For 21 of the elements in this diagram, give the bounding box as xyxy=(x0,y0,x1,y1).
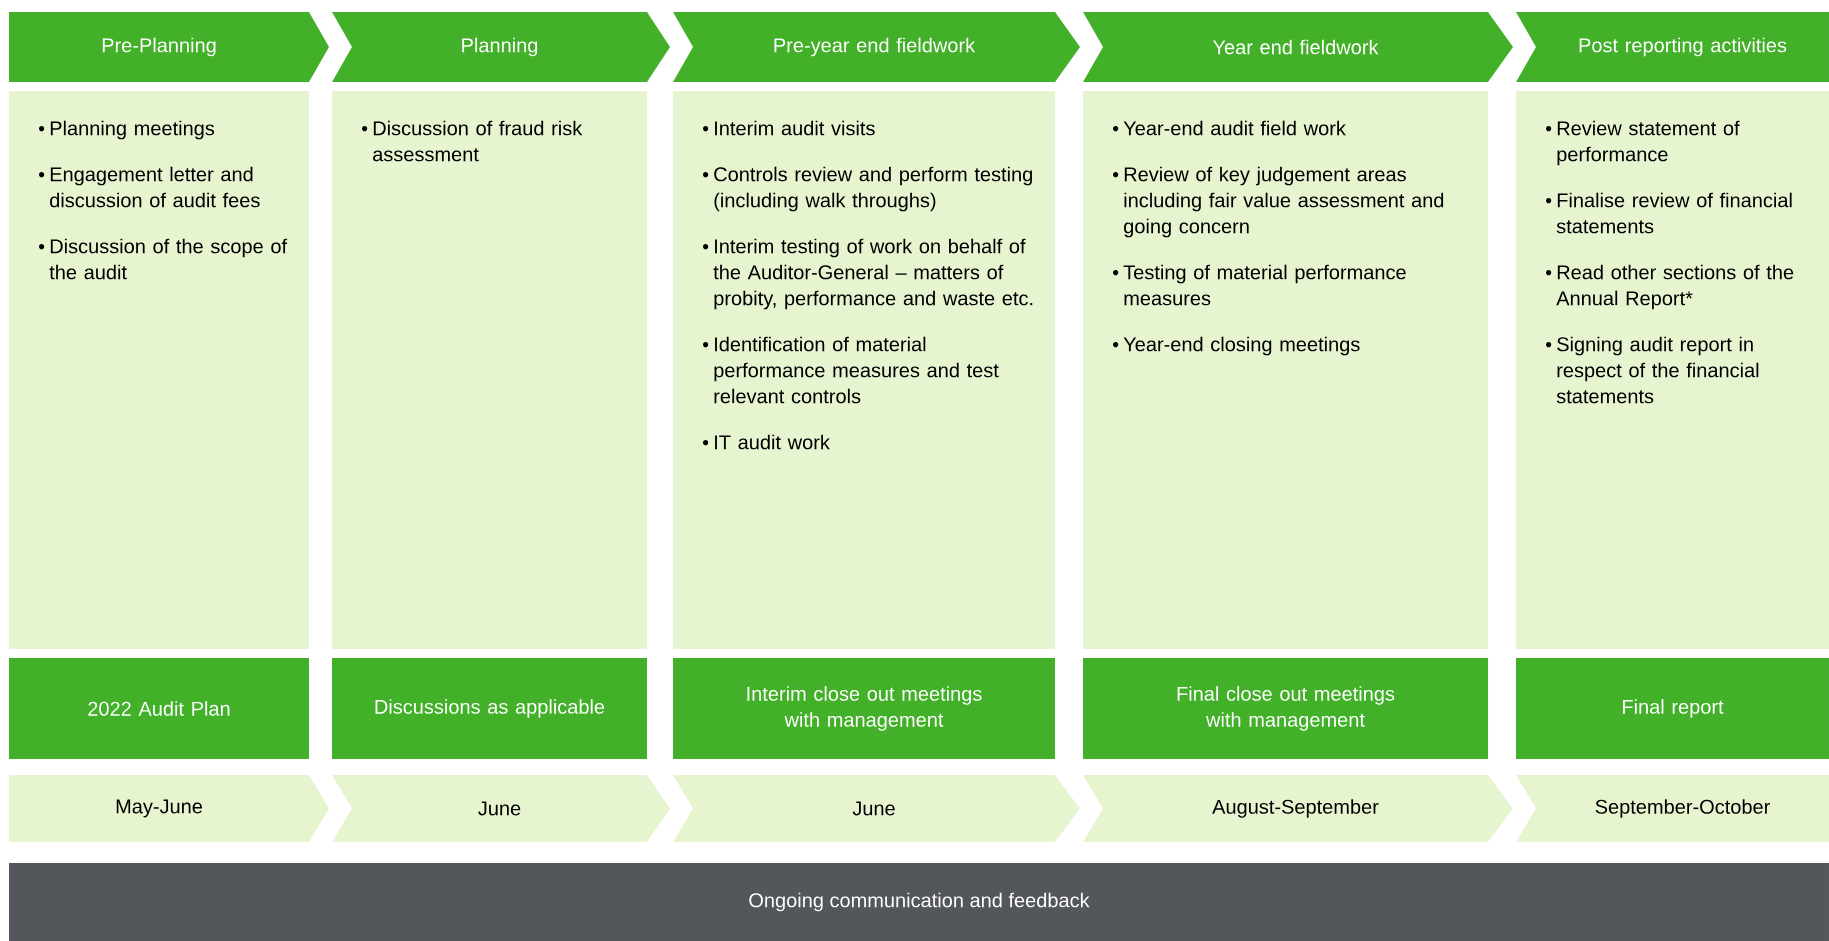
period-banner: August-September xyxy=(1083,775,1513,842)
output-box: 2022 Audit Plan xyxy=(9,658,309,759)
phase-banner: Pre-year end fieldwork xyxy=(673,12,1080,82)
phase-banner: Pre-Planning xyxy=(9,12,329,82)
output-box: Final close out meetings with management xyxy=(1083,658,1488,759)
task-list-box: Review statement of performance Finalise review of financial statements Read other sections of the Annual Report* Signing audit report in respect of the financial statements xyxy=(1516,91,1829,649)
period-banner: May-June xyxy=(9,775,329,842)
output-box: Interim close out meetings with management xyxy=(673,658,1055,759)
task-list-box: Planning meetings Engagement letter and discussion of audit fees Discussion of the scope of the audit xyxy=(9,91,309,649)
task-list-box: Interim audit visits Controls review and perform testing (including walk throughs) Interim testing of work on behalf of the Auditor-General – matters of probity, performance and waste etc. Identification of material performance measures and test relevant controls IT audit work xyxy=(673,91,1055,649)
phase-banner: Year end fieldwork xyxy=(1083,12,1513,82)
task-list-box: Discussion of fraud risk assessment xyxy=(332,91,647,649)
period-banner: June xyxy=(332,775,670,842)
period-banner: September-October xyxy=(1516,775,1829,842)
output-box: Discussions as applicable xyxy=(332,658,647,759)
task-list-box: Year-end audit field work Review of key judgement areas including fair value assessment and going concern Testing of material performance measures Year-end closing meetings xyxy=(1083,91,1488,649)
phase-banner: Post reporting activities xyxy=(1516,12,1829,82)
period-banner: June xyxy=(673,775,1080,842)
phase-banner: Planning xyxy=(332,12,670,82)
output-box: Final report xyxy=(1516,658,1829,759)
communication-band: Ongoing communication and feedback xyxy=(9,863,1829,941)
